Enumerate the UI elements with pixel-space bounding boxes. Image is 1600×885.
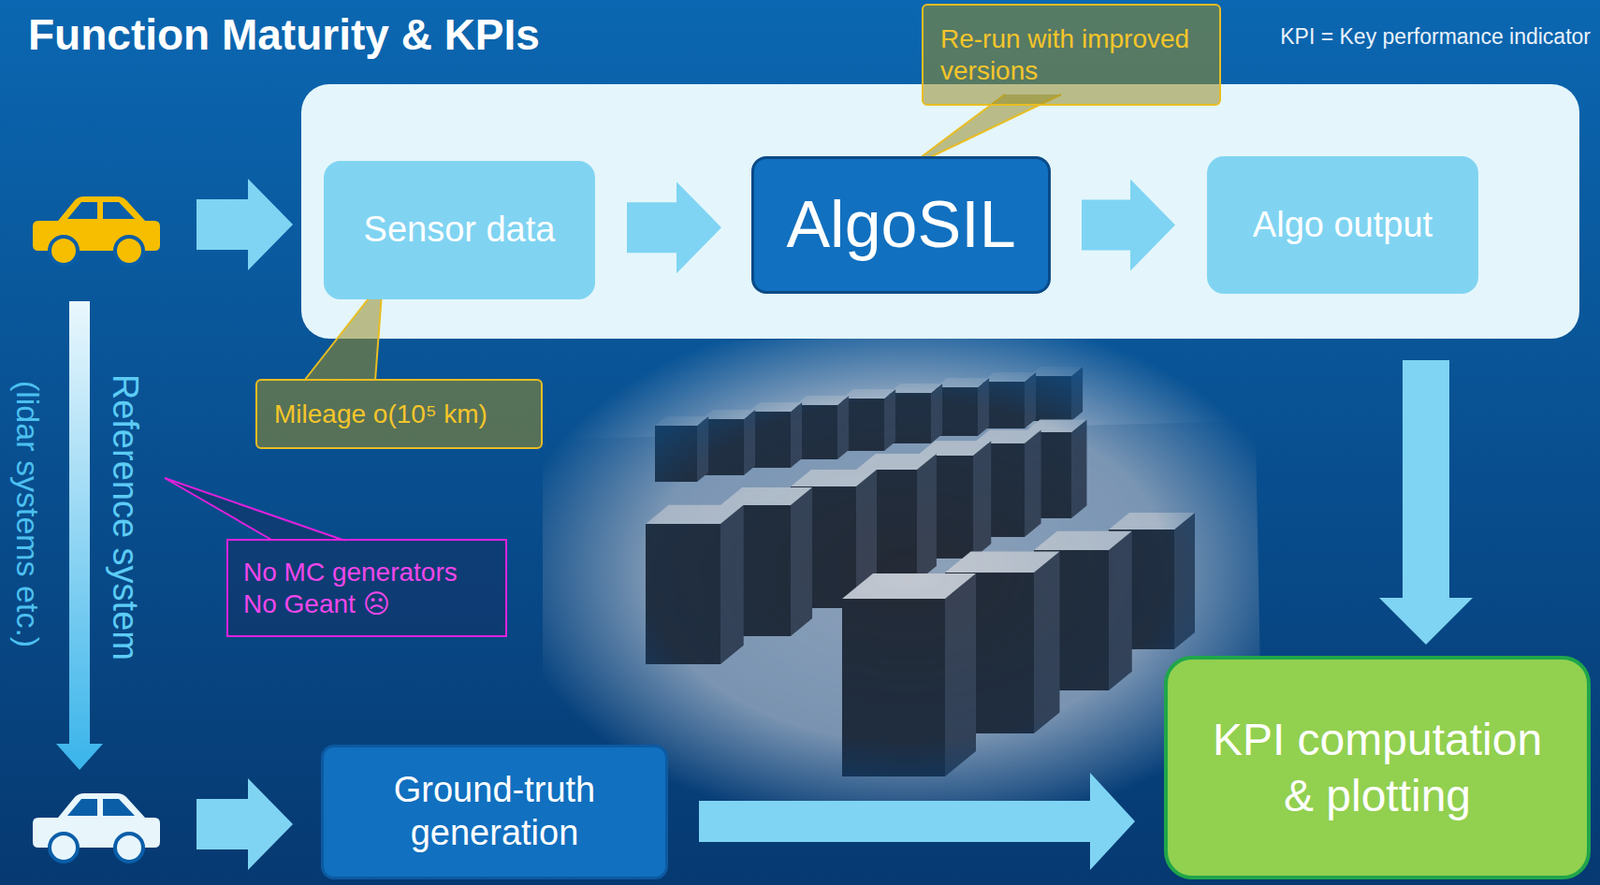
cabinet-top (701, 409, 756, 420)
flow-arrow (626, 181, 722, 274)
car-window (67, 202, 98, 219)
node-text: Ground-truth generation (340, 769, 649, 855)
node-text: Re-run with improved versions (940, 23, 1203, 87)
cabinet-top (1033, 531, 1133, 551)
cabinet-top (935, 378, 990, 388)
cabinet-top (720, 487, 813, 506)
cabinet-side (916, 453, 937, 582)
server-cabinet (842, 389, 896, 451)
car-wheel (49, 833, 78, 862)
server-cabinet (701, 409, 756, 476)
cabinet-side (697, 416, 709, 482)
flow-arrow (698, 772, 1135, 871)
server-cabinet (748, 402, 802, 468)
cabinet-side (1024, 372, 1036, 429)
car-wheel (115, 833, 144, 862)
slide-note: KPI = Key performance indicator (1280, 24, 1591, 49)
callout-box: Mileage o(10⁵ km) (255, 378, 543, 451)
cabinet-top (1029, 366, 1083, 377)
cabinet-top (842, 573, 976, 599)
cabinet-top (982, 372, 1036, 382)
callout-box: Re-run with improved versions (921, 3, 1222, 106)
server-cabinet (982, 372, 1036, 429)
node-text: AlgoSIL (785, 187, 1016, 263)
cabinet-side (930, 383, 943, 444)
car-window (102, 799, 135, 816)
server-cabinet (888, 383, 943, 444)
cabinet-front (842, 598, 946, 777)
cabinet-side (743, 409, 756, 476)
test-car (32, 196, 160, 265)
slide-title: Function Maturity & KPIs (28, 9, 540, 60)
cabinet-side (790, 487, 813, 637)
cabinet-side (837, 395, 849, 460)
cabinet-top (654, 416, 709, 426)
car-wheel (115, 236, 144, 265)
callout-tail-outline (164, 478, 346, 541)
node-text: Sensor data (363, 208, 556, 252)
cabinet-top (842, 389, 896, 399)
reference-car (32, 793, 160, 862)
cabinet-side (720, 505, 744, 665)
car-window (102, 202, 135, 219)
cabinet-top (945, 552, 1061, 574)
axis-label: (lidar systems etc.) (9, 380, 46, 648)
process-box: AlgoSIL (751, 156, 1051, 294)
cabinet-side (1033, 552, 1061, 735)
cabinet-top (856, 453, 937, 470)
cabinet-front (645, 523, 721, 665)
flow-arrow (1081, 179, 1176, 272)
reference-arrow (56, 301, 103, 771)
callout-tail (164, 478, 346, 541)
car-window (67, 799, 98, 816)
cabinet-top (748, 402, 802, 412)
node-text: No MC generators No Geant ☹ (243, 556, 480, 620)
flow-arrow (1379, 360, 1473, 645)
cabinet-top (1108, 512, 1195, 530)
cabinet-side (790, 402, 802, 468)
flow-arrow (196, 778, 293, 871)
cabinet-top (645, 505, 744, 524)
cabinet-side (973, 440, 991, 559)
axis-label: Reference system (103, 374, 146, 661)
cabinet-top (888, 383, 943, 393)
server-cabinet (795, 395, 849, 460)
cabinet-side (1108, 531, 1133, 691)
process-box: Algo output (1207, 156, 1479, 294)
cabinet-top (790, 469, 877, 487)
flow-arrow (196, 178, 293, 271)
pipeline-panel (301, 84, 1580, 339)
cabinet-side (1071, 366, 1083, 422)
cabinet-side (1071, 420, 1088, 520)
node-text: Mileage o(10⁵ km) (274, 398, 488, 431)
cabinet-side (1174, 512, 1195, 650)
cabinet-side (945, 573, 976, 777)
cabinet-front (654, 425, 698, 482)
node-text: Algo output (1252, 203, 1433, 248)
node-text: KPI computation & plotting (1199, 712, 1556, 825)
server-cabinet (1029, 366, 1083, 422)
car-wheel (49, 236, 78, 265)
server-cabinet (935, 378, 990, 437)
server-cabinet (842, 573, 976, 777)
result-box: KPI computation & plotting (1163, 655, 1591, 880)
process-box: Sensor data (323, 160, 596, 300)
callout-box: No MC generators No Geant ☹ (226, 538, 508, 638)
cabinet-top (795, 395, 849, 406)
cabinet-side (1024, 430, 1042, 538)
process-box: Ground-truth generation (320, 744, 669, 880)
cabinet-top (916, 440, 991, 456)
server-cabinet (645, 505, 744, 665)
server-cabinet (654, 416, 709, 482)
cabinet-side (977, 378, 990, 437)
cabinet-side (884, 389, 896, 451)
